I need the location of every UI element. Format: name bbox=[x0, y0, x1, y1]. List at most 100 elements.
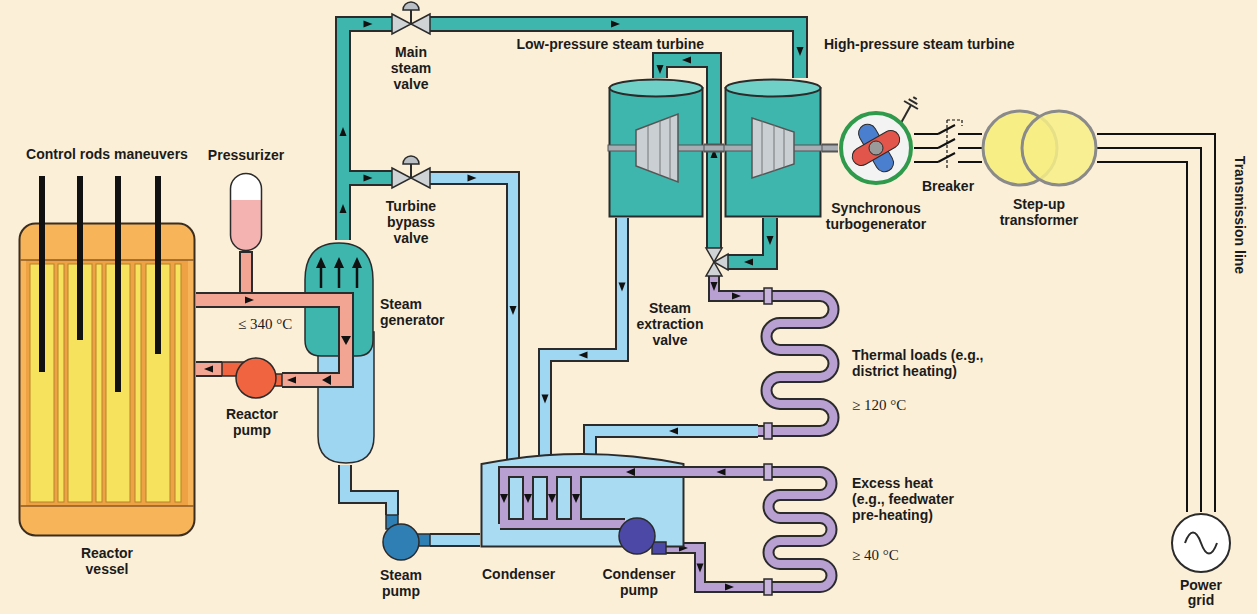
pipe-outlines bbox=[196, 24, 800, 587]
extraction-valve: Steam extraction valve bbox=[700, 248, 728, 276]
turbine-shaft bbox=[822, 148, 838, 149]
steam-pump-shape bbox=[372, 515, 430, 563]
pipe-fill bbox=[282, 374, 302, 386]
pipe-fill bbox=[430, 24, 800, 78]
pipe-fill bbox=[196, 294, 302, 306]
power-line bbox=[968, 134, 982, 162]
pipe bbox=[340, 21, 393, 241]
component-label: Excess heat (e.g., feedwater pre-heating… bbox=[852, 475, 964, 523]
temperature-label: ≥ 120 °C bbox=[852, 397, 942, 413]
extraction-valve-shape bbox=[700, 248, 728, 276]
flow-arrow bbox=[711, 282, 718, 291]
pipe-fill bbox=[728, 218, 770, 262]
excess-heat-coil: Excess heat (e.g., feedwater pre-heating… bbox=[758, 455, 846, 600]
pipe-outline bbox=[430, 533, 480, 547]
component-label: Synchronous turbogenerator bbox=[821, 200, 931, 232]
main-steam-valve-shape bbox=[392, 0, 430, 38]
hp-turbine: High-pressure steam turbine bbox=[724, 78, 822, 218]
pipe-fill bbox=[345, 465, 392, 515]
pipe-outline bbox=[714, 276, 758, 296]
phase-wire bbox=[1097, 162, 1187, 512]
phase-wire bbox=[1097, 134, 1215, 512]
phase-wire bbox=[968, 133, 982, 135]
breaker-shape bbox=[928, 120, 968, 176]
flow-arrow bbox=[340, 127, 347, 136]
flow-arrow bbox=[619, 283, 626, 292]
flow-arrow bbox=[468, 175, 477, 182]
pipe bbox=[345, 465, 392, 515]
turbogenerator-shape bbox=[838, 110, 914, 186]
pipe-outline bbox=[430, 178, 513, 442]
turbine-shaft bbox=[704, 148, 724, 149]
pipe bbox=[711, 276, 759, 300]
pipe-fill bbox=[430, 178, 513, 442]
pipe-fill bbox=[430, 535, 480, 545]
bypass-valve: Turbine bypass valve bbox=[392, 154, 430, 192]
phase-wire bbox=[968, 147, 982, 149]
pipe bbox=[430, 21, 804, 79]
component-label: Condenser bbox=[482, 566, 572, 582]
bypass-valve-shape bbox=[392, 154, 430, 192]
rods-label: Control rods maneuvers bbox=[20, 146, 194, 162]
pipe-outline bbox=[343, 178, 392, 240]
transformer: Step-up transformer bbox=[982, 108, 1097, 188]
pipe-outline bbox=[343, 24, 392, 240]
pipe-outline bbox=[196, 361, 222, 377]
component-label: Thermal loads (e.g., district heating) bbox=[852, 347, 1002, 379]
shaft-outline bbox=[704, 144, 724, 153]
pipe-fill bbox=[545, 218, 622, 442]
pipe bbox=[196, 366, 222, 373]
component-label: Breaker bbox=[918, 178, 978, 194]
component-label: Reactor vessel bbox=[72, 545, 142, 577]
pipe-fill bbox=[685, 468, 758, 476]
pipe-fill bbox=[666, 548, 758, 587]
component-label: Steam generator bbox=[380, 296, 460, 328]
excess-heat-coil-shape bbox=[758, 455, 846, 600]
component-label: Low-pressure steam turbine bbox=[488, 36, 704, 52]
flow-arrow bbox=[682, 57, 691, 64]
pipe-outline bbox=[196, 292, 302, 308]
reactor-pump-shape bbox=[222, 350, 282, 400]
pipe bbox=[282, 377, 302, 384]
hp-turbine-shape bbox=[724, 78, 822, 218]
pipe bbox=[590, 428, 758, 443]
flow-arrow bbox=[611, 21, 620, 28]
component-label: Reactor pump bbox=[222, 406, 282, 438]
pipe-outline bbox=[545, 218, 622, 442]
flow-arrow bbox=[287, 377, 296, 384]
power-line bbox=[1097, 134, 1215, 512]
flow-arrow bbox=[767, 236, 774, 245]
lp-turbine: Low-pressure steam turbine bbox=[608, 78, 704, 218]
reactor-pump: Reactor pump bbox=[222, 350, 282, 400]
phase-wire bbox=[914, 133, 928, 135]
flow-arrow bbox=[697, 564, 704, 573]
pipe-fill bbox=[343, 24, 392, 240]
shaft-fill bbox=[704, 146, 724, 151]
turbogenerator: Synchronous turbogenerator bbox=[838, 110, 914, 186]
flow-arrow bbox=[245, 297, 254, 304]
pipe bbox=[685, 469, 758, 476]
main-steam-valve: Main steam valve bbox=[392, 0, 430, 38]
reactor-vessel: Reactor vessel bbox=[18, 222, 196, 537]
condenser-pump-shape bbox=[612, 512, 666, 560]
steam-generator: Steam generator bbox=[302, 240, 376, 465]
phase-wire bbox=[968, 161, 982, 163]
pipe-outline bbox=[728, 218, 770, 262]
transformer-shape bbox=[982, 108, 1097, 188]
component-label: Step-up transformer bbox=[989, 196, 1089, 228]
flow-arrow bbox=[364, 175, 373, 182]
component-label: Condenser pump bbox=[599, 566, 679, 598]
pressurizer: Pressurizer bbox=[229, 172, 263, 252]
component-label: Power grid bbox=[1171, 578, 1231, 608]
flow-arrow bbox=[340, 204, 347, 213]
pipe-outline bbox=[685, 466, 758, 478]
flow-arrow bbox=[657, 65, 664, 74]
power-grid-shape bbox=[1170, 512, 1232, 574]
pipe-fill bbox=[196, 363, 222, 375]
condenser-pump: Condenser pump bbox=[612, 512, 666, 560]
pipe-outline bbox=[345, 465, 392, 515]
pipe bbox=[666, 545, 758, 591]
pipe bbox=[542, 218, 626, 442]
line-label: Transmission line bbox=[1232, 150, 1248, 280]
flow-arrow bbox=[797, 47, 804, 56]
